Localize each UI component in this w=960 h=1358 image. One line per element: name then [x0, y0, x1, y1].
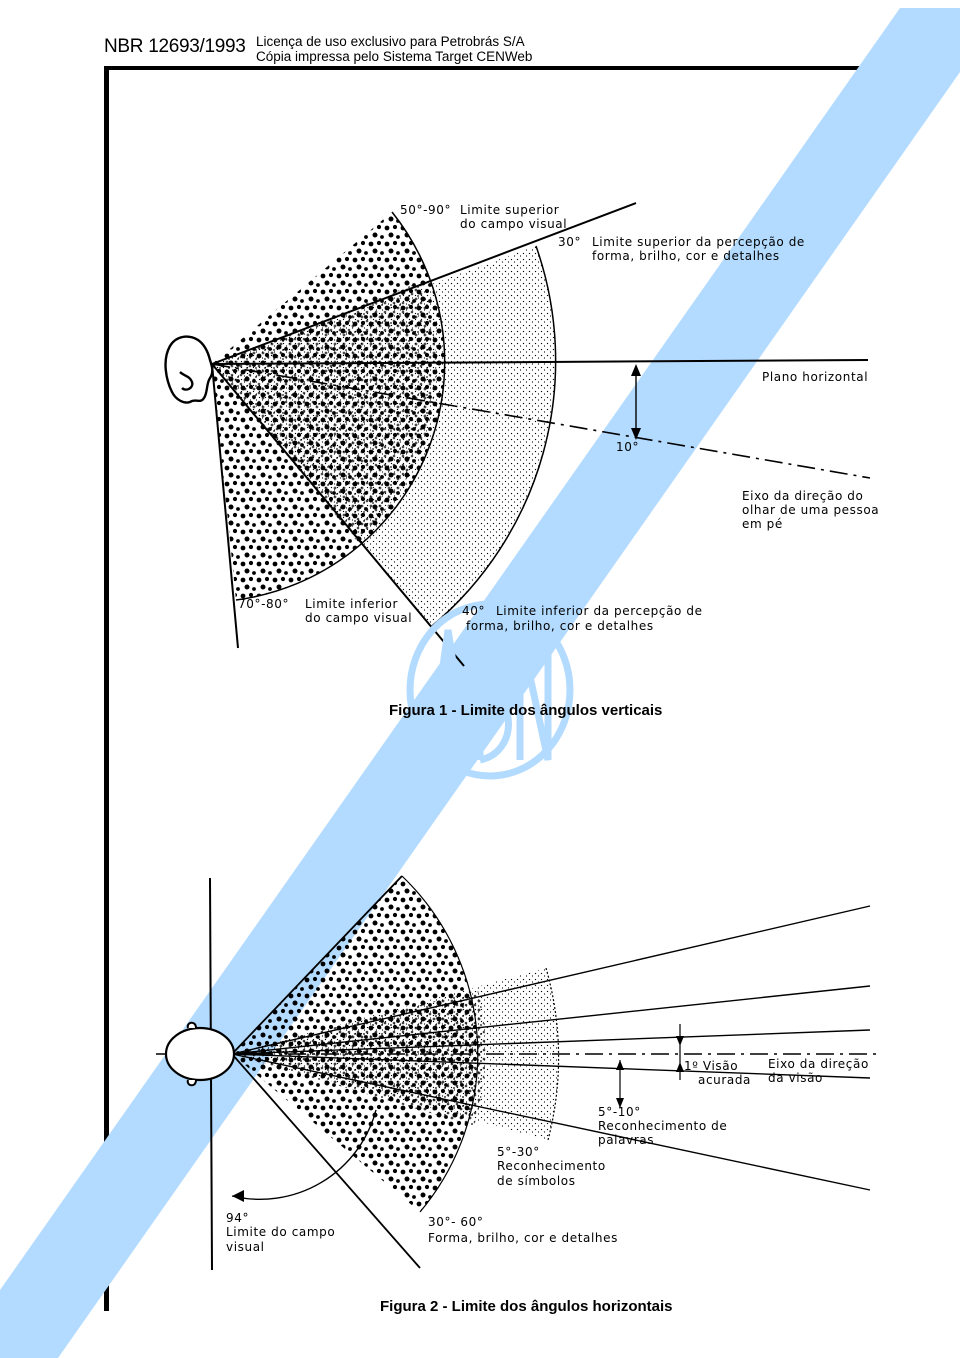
- figure2-caption: Figura 2 - Limite dos ângulos horizontai…: [380, 1298, 673, 1315]
- fig1-lower-perception-line2: forma, brilho, cor e detalhes: [466, 619, 654, 633]
- fig1-gaze-angle: 10°: [616, 440, 640, 454]
- fig2-detail-angle: 30°- 60°: [428, 1215, 484, 1229]
- fig1-upper-limit-angle: 50°-90°: [400, 203, 452, 217]
- fig1-lower-limit-line2: do campo visual: [305, 611, 413, 625]
- fig2-detail-line1: Forma, brilho, cor e detalhes: [428, 1231, 618, 1245]
- fig1-lower-limit-angle: 70°-80°: [238, 597, 290, 611]
- head-profile-icon: [164, 335, 214, 404]
- fig2-vision-axis-line2: da visão: [768, 1071, 823, 1085]
- fig2-symbols-line2: de símbolos: [497, 1174, 576, 1188]
- abnt-logo-watermark: [406, 600, 574, 780]
- license-line: Licença de uso exclusivo para Petrobrás …: [256, 34, 525, 49]
- margin-rule: [104, 66, 109, 1311]
- fig2-field-angle: 94°: [226, 1211, 250, 1225]
- fig1-upper-perception-line2: forma, brilho, cor e detalhes: [592, 249, 780, 263]
- figure2-diagram: [156, 875, 880, 1271]
- fig2-field-line2: visual: [226, 1240, 265, 1254]
- fig1-horizontal-plane: Plano horizontal: [762, 370, 869, 384]
- fig1-gaze-axis-line2: olhar de uma pessoa: [742, 503, 880, 517]
- fig2-words-line2: palavras: [598, 1133, 655, 1147]
- fig1-lower-limit-line1: Limite inferior: [305, 597, 399, 611]
- fig1-lower-perception-angle: 40°: [462, 604, 486, 618]
- fig2-field-line1: Limite do campo: [226, 1225, 336, 1239]
- fig1-upper-perception-line1: Limite superior da percepção de: [592, 235, 805, 249]
- fig2-symbols-line1: Reconhecimento: [497, 1159, 606, 1173]
- fig2-vision-axis-line1: Eixo da direção: [768, 1057, 869, 1071]
- fig1-lower-perception-line1: Limite inferior da percepção de: [496, 604, 703, 618]
- standard-code: NBR 12693/1993: [104, 36, 246, 57]
- copy-line: Cópia impressa pelo Sistema Target CENWe…: [256, 49, 533, 64]
- fig2-acuity-line1: 1º Visão: [684, 1059, 739, 1073]
- fig1-upper-perception-angle: 30°: [558, 235, 582, 249]
- fig1-upper-limit-line1: Limite superior: [460, 203, 560, 217]
- head-top-icon: [164, 1021, 236, 1087]
- fig1-upper-limit-line2: do campo visual: [460, 217, 568, 231]
- fig1-gaze-axis-line1: Eixo da direção do: [742, 489, 864, 503]
- header-rule: [104, 66, 914, 70]
- fig2-acuity-line2: acurada: [698, 1073, 752, 1087]
- license-notice: Licença de uso exclusivo para Petrobrás …: [256, 34, 532, 64]
- figure1-diagram: [164, 202, 871, 667]
- fig2-words-angle: 5°-10°: [598, 1105, 641, 1119]
- fig1-gaze-axis-line3: em pé: [742, 517, 783, 531]
- fig2-words-line1: Reconhecimento de: [598, 1119, 728, 1133]
- fig2-symbols-angle: 5°-30°: [497, 1145, 540, 1159]
- figure1-caption: Figura 1 - Limite dos ângulos verticais: [389, 702, 663, 719]
